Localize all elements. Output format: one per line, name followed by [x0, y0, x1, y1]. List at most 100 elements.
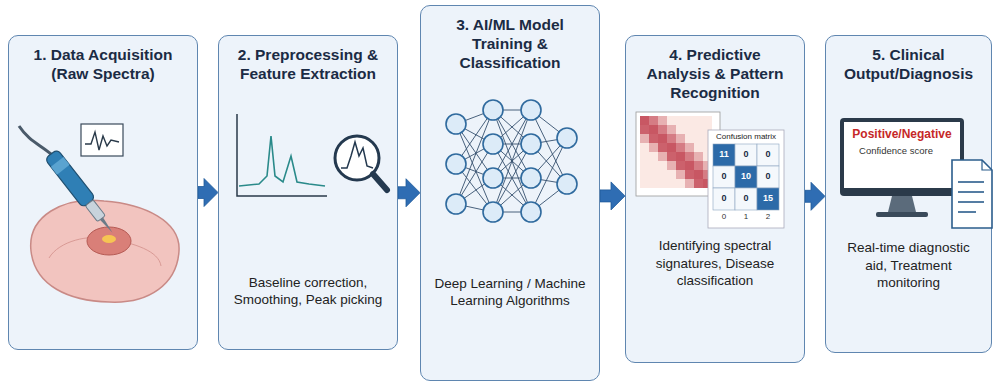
matrix-cell: [713, 188, 735, 210]
network-neuron: [446, 114, 466, 134]
matrix-value: 0: [735, 149, 757, 159]
label-anchor: 0: [713, 171, 735, 181]
network-neuron: [483, 168, 503, 188]
step-title: 3. AI/ML Model Training & Classification: [431, 16, 589, 73]
network-neuron: [483, 202, 503, 222]
matrix-value: 0: [713, 171, 735, 181]
heatmap-cell: [667, 170, 676, 179]
heatmap-cell: [649, 134, 658, 143]
heatmap-cell: [640, 143, 649, 152]
label-anchor: Positive/Negative: [844, 128, 960, 142]
heatmap-cell: [667, 125, 676, 134]
heatmap-cell: [640, 161, 649, 170]
illustration-space: [836, 84, 981, 239]
process-step-box: 5. Clinical Output/DiagnosisReal-time di…: [825, 35, 992, 353]
process-step-box: 4. Predictive Analysis & Pattern Recogni…: [625, 35, 805, 363]
network-neuron: [521, 202, 541, 222]
illustration-space: [229, 84, 387, 211]
heatmap-cell: [703, 116, 712, 125]
step-title: 1. Data Acquisition (Raw Spectra): [19, 46, 187, 84]
heatmap-cell: [694, 170, 703, 179]
heatmap-cell: [649, 125, 658, 134]
flow-arrow: [805, 182, 825, 210]
heatmap-cell: [676, 134, 685, 143]
label-anchor: 11: [713, 149, 735, 159]
label-anchor: 0: [735, 149, 757, 159]
matrix-value: 0: [757, 171, 779, 181]
heatmap-cell: [667, 116, 676, 125]
heatmap-cell: [658, 125, 667, 134]
heatmap-cell: [640, 152, 649, 161]
heatmap-cell: [694, 179, 703, 188]
matrix-cell: [757, 166, 779, 188]
heatmap-cell: [649, 116, 658, 125]
heatmap-cell: [685, 161, 694, 170]
matrix-cell: [735, 144, 757, 166]
label-anchor: 2: [757, 212, 779, 221]
illustration-space: [19, 84, 187, 313]
step-description: Deep Learning / Machine Learning Algorit…: [431, 275, 589, 310]
monitor-report-illustration: [826, 36, 993, 351]
network-neuron: [483, 100, 503, 120]
label-anchor: 0: [757, 149, 779, 159]
matrix-cell: [713, 144, 735, 166]
screen-text: Positive/Negative: [844, 128, 960, 142]
network-neuron: [557, 128, 577, 148]
heatmap-cell: [667, 161, 676, 170]
heatmap-cell: [658, 170, 667, 179]
screen-text: Confidence score: [844, 146, 948, 157]
network-neuron: [483, 134, 503, 154]
label-anchor: 1: [735, 212, 757, 221]
heatmap-cell: [649, 170, 658, 179]
heatmap-cell: [694, 152, 703, 161]
heatmap-cell: [658, 152, 667, 161]
heatmap-cell: [676, 125, 685, 134]
step-title: 5. Clinical Output/Diagnosis: [836, 46, 981, 84]
heatmap-cell: [640, 125, 649, 134]
heatmap-cell: [640, 134, 649, 143]
label-anchor: 0: [735, 193, 757, 203]
heatmap-cell: [694, 125, 703, 134]
heatmap-cell: [676, 116, 685, 125]
heatmap-cell: [658, 134, 667, 143]
axis-tick: 2: [757, 212, 779, 221]
heatmap-confusion-illustration: [626, 36, 806, 351]
heatmap-cell: [694, 134, 703, 143]
heatmap-cell: [667, 152, 676, 161]
heatmap-cell: [649, 161, 658, 170]
heatmap-cell: [640, 116, 649, 125]
label-anchor: 0: [713, 193, 735, 203]
heatmap-cell: [658, 161, 667, 170]
matrix-cell: [735, 188, 757, 210]
network-neuron: [521, 168, 541, 188]
illustration-space: [431, 73, 589, 243]
step-title: 2. Preprocessing & Feature Extraction: [229, 46, 387, 84]
heatmap-cell: [685, 134, 694, 143]
process-step-box: 1. Data Acquisition (Raw Spectra): [8, 35, 198, 350]
network-neuron: [557, 174, 577, 194]
label-anchor: 0: [757, 171, 779, 181]
heatmap-cell: [640, 170, 649, 179]
step-description: Identifying spectral signatures, Disease…: [636, 237, 794, 290]
chart-title: Confusion matrix: [708, 132, 784, 141]
axis-tick: 0: [713, 212, 735, 221]
step-title: 4. Predictive Analysis & Pattern Recogni…: [636, 46, 794, 103]
heatmap-cell: [658, 179, 667, 188]
heatmap-cell: [658, 116, 667, 125]
matrix-cell: [735, 166, 757, 188]
heatmap-cell: [640, 179, 649, 188]
matrix-value: 15: [757, 193, 779, 203]
heatmap-cell: [649, 143, 658, 152]
axis-tick: 1: [735, 212, 757, 221]
heatmap-cell: [667, 179, 676, 188]
network-neuron: [521, 100, 541, 120]
heatmap-cell: [676, 152, 685, 161]
network-link: [493, 110, 531, 212]
label-anchor: Confidence score: [844, 146, 948, 157]
network-link: [493, 110, 531, 212]
matrix-cell: [713, 166, 735, 188]
label-anchor: 15: [757, 193, 779, 203]
heatmap-cell: [676, 170, 685, 179]
flow-arrow: [198, 179, 218, 207]
label-anchor: 0: [713, 212, 735, 221]
